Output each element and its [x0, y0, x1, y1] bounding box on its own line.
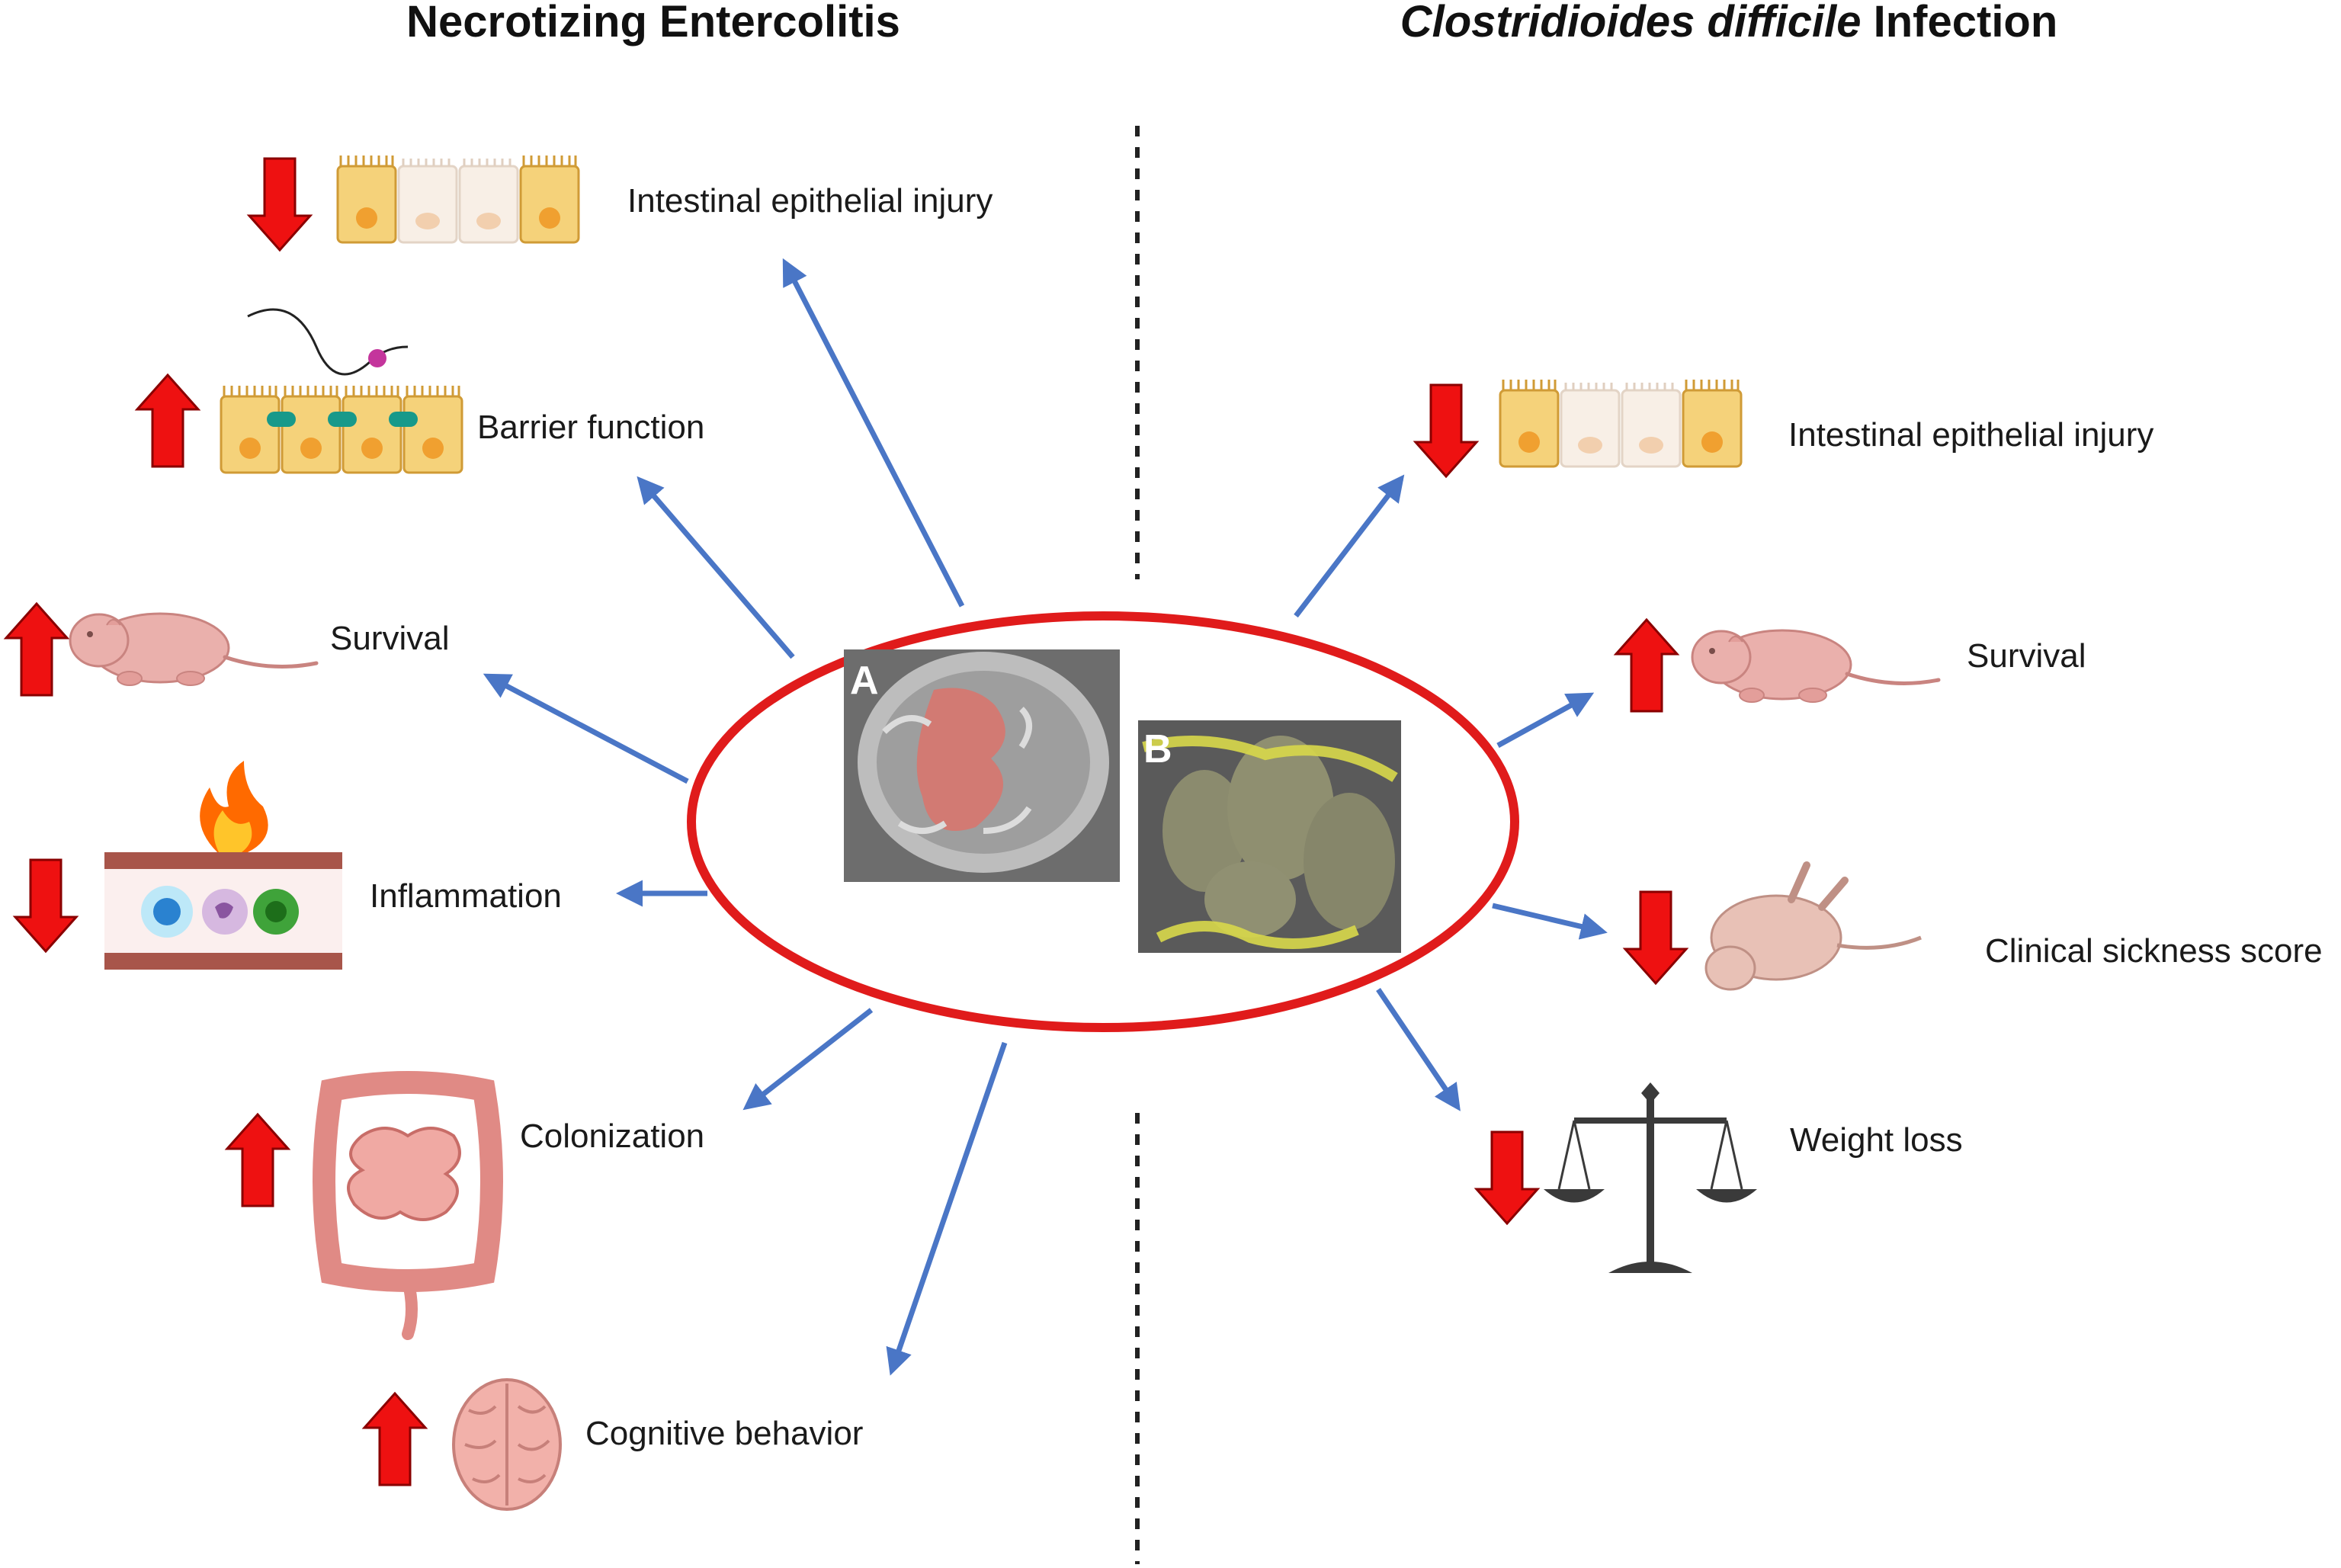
micrograph-b: B [1138, 720, 1401, 953]
indicator-down-arrow [14, 858, 78, 953]
connector-cognitive [886, 1041, 1008, 1376]
connector-arrows [483, 258, 1608, 1376]
micrograph-a: A [844, 649, 1120, 882]
inflamed-vessel-icon [104, 761, 342, 970]
connector-survival-left [483, 673, 689, 784]
right-label-weight-loss: Weight loss [1790, 1121, 1963, 1159]
left-label-colonization: Colonization [520, 1117, 704, 1155]
sick-mouse-icon [1704, 861, 1922, 991]
indicator-down-arrow [1475, 1130, 1539, 1225]
connector-sickness [1492, 903, 1608, 940]
mouse-pup-icon [70, 614, 316, 685]
epithelium-injury-icon [338, 156, 579, 242]
intestine-icon [313, 1071, 503, 1340]
panel-label-a: A [850, 659, 879, 703]
left-label-inflammation: Inflammation [370, 877, 562, 915]
connector-survival-right [1496, 692, 1595, 749]
left-label-survival: Survival [330, 620, 450, 657]
connector-epithelial-left [782, 258, 965, 608]
mouse-pup-icon-right [1692, 630, 1939, 702]
indicator-up-arrow [136, 374, 200, 468]
right-label-survival: Survival [1967, 637, 2086, 675]
balance-scale-icon [1544, 1082, 1757, 1273]
connector-epithelial-right [1294, 474, 1405, 618]
indicator-down-arrow [1414, 383, 1478, 478]
right-label-clinical-sickness: Clinical sickness score [1985, 932, 2323, 970]
indicator-up-arrow [226, 1113, 290, 1207]
brain-icon [452, 1378, 562, 1511]
barrier-epithelium-icon [220, 308, 463, 474]
indicator-up-arrow [363, 1392, 427, 1486]
connector-weight [1376, 988, 1461, 1111]
heading-nec: Necrotizing Entercolitis [406, 0, 900, 46]
connector-colonization [742, 1008, 874, 1111]
indicator-up-arrow [1615, 618, 1679, 713]
left-label-epithelial-injury: Intestinal epithelial injury [627, 182, 993, 220]
heading-cdi: Clostridioides difficile Infection [1400, 0, 2058, 46]
right-label-epithelial-injury: Intestinal epithelial injury [1788, 416, 2153, 454]
indicator-down-arrow [1624, 890, 1688, 985]
epithelium-injury-icon-right [1500, 380, 1741, 467]
connector-barrier [637, 476, 795, 659]
left-label-barrier-function: Barrier function [477, 409, 704, 446]
indicator-down-arrow [248, 157, 312, 252]
panel-label-b: B [1143, 727, 1172, 771]
indicator-up-arrow [5, 602, 69, 697]
left-label-cognitive-behavior: Cognitive behavior [585, 1415, 863, 1452]
